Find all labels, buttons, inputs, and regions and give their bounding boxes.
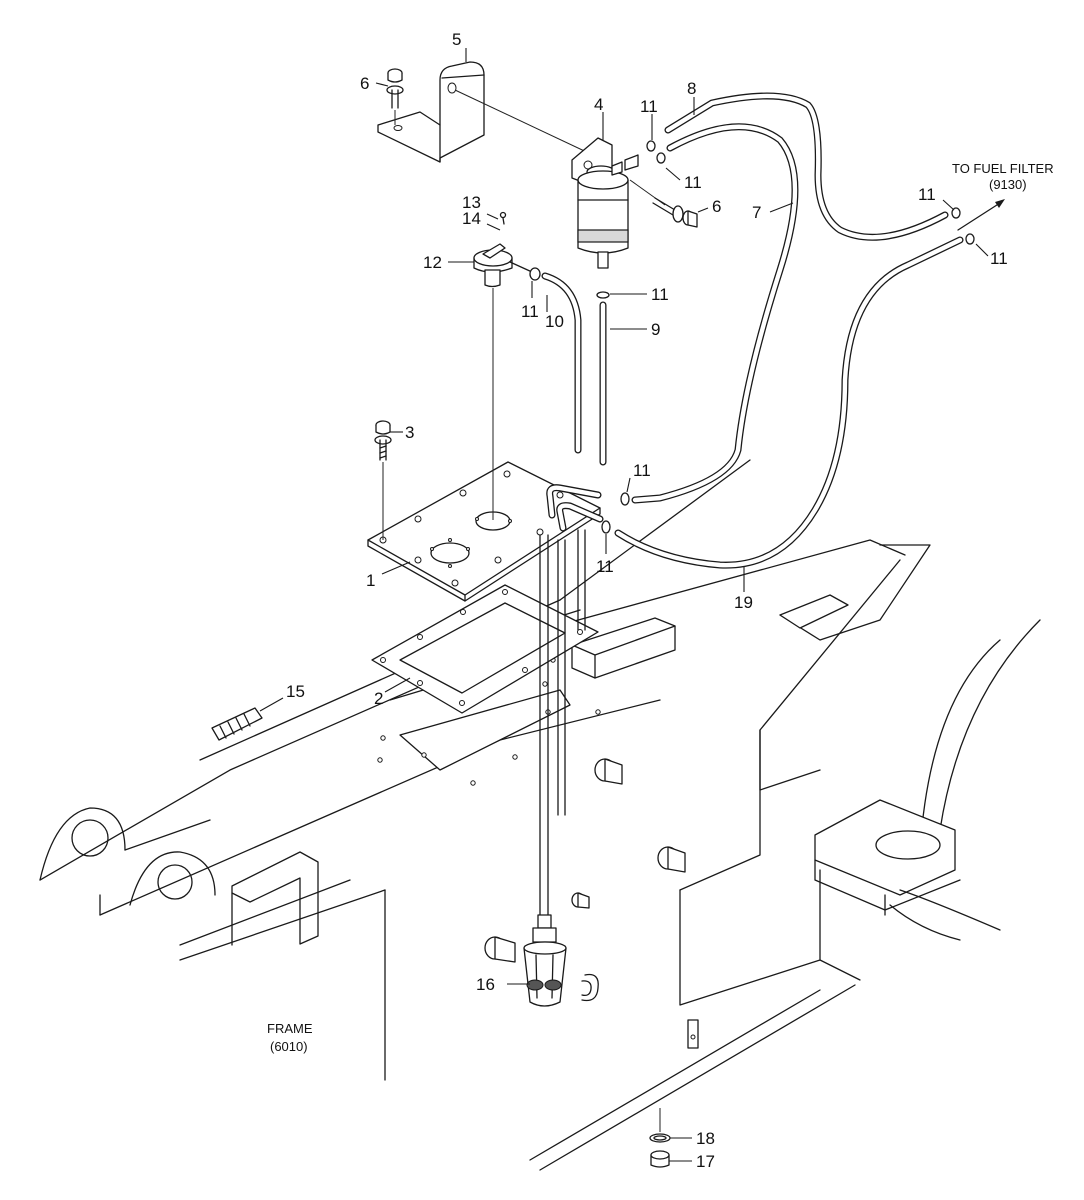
fuel-pre-filter (571, 137, 639, 269)
drain-plug (649, 1108, 671, 1168)
callout-5: 5 (452, 30, 461, 49)
callouts: 5 6 4 11 8 11 6 7 11 11 13 14 12 11 10 1… (286, 30, 1008, 1171)
plate-bolt (374, 420, 392, 540)
callout-3: 3 (405, 423, 414, 442)
rubber-mount (571, 892, 590, 909)
tube-10 (541, 272, 582, 454)
callout-8: 8 (687, 79, 696, 98)
leader-lines (259, 48, 989, 1162)
o-rings (529, 140, 975, 534)
callout-11-return-a: 11 (918, 185, 936, 204)
callout-11-return-b: 11 (990, 249, 1008, 268)
callout-7: 7 (752, 203, 761, 222)
callout-12: 12 (423, 253, 442, 272)
bracket-bolt (386, 68, 404, 125)
filter-bolt (629, 179, 698, 228)
callout-1: 1 (366, 571, 375, 590)
filter-bracket (377, 61, 596, 163)
callout-11-plate-upper: 11 (633, 461, 651, 480)
suction-strainer (523, 914, 599, 1007)
callout-11-filter-top: 11 (640, 97, 658, 116)
hose-7 (631, 123, 799, 504)
callout-10: 10 (545, 312, 564, 331)
rubber-mount (594, 758, 623, 785)
rubber-mount (484, 936, 516, 963)
callout-14: 14 (462, 209, 481, 228)
callout-17: 17 (696, 1152, 715, 1171)
callout-18: 18 (696, 1129, 715, 1148)
gasket (371, 584, 599, 714)
callout-15: 15 (286, 682, 305, 701)
rubber-mount (657, 846, 686, 873)
callout-13: 13 (462, 193, 481, 212)
callout-9: 9 (651, 320, 660, 339)
top-plate (367, 461, 604, 602)
notes: TO FUEL FILTER (9130) FRAME (6010) (267, 161, 1054, 1054)
note-fuel-filter-number: (9130) (989, 177, 1027, 192)
callout-11-plate-lower: 11 (596, 557, 614, 576)
callout-11-filter-side: 11 (684, 173, 702, 192)
to-fuel-filter-arrow (957, 199, 1005, 231)
hose-8 (664, 92, 949, 241)
hose-19 (614, 236, 964, 569)
callout-11-tube9: 11 (651, 285, 669, 304)
suction-pipes (539, 529, 586, 916)
fuel-sender-unit (473, 211, 533, 520)
callout-6-upper: 6 (360, 74, 369, 93)
note-frame-number: (6010) (270, 1039, 308, 1054)
decal-15 (211, 707, 263, 741)
callout-4: 4 (594, 95, 603, 114)
note-to-fuel-filter: TO FUEL FILTER (952, 161, 1054, 176)
callout-11-sender: 11 (521, 302, 539, 321)
callout-16: 16 (476, 975, 495, 994)
callout-2: 2 (374, 689, 383, 708)
note-frame: FRAME (267, 1021, 313, 1036)
callout-6-lower: 6 (712, 197, 721, 216)
callout-19: 19 (734, 593, 753, 612)
frame-structure (39, 459, 1041, 1171)
